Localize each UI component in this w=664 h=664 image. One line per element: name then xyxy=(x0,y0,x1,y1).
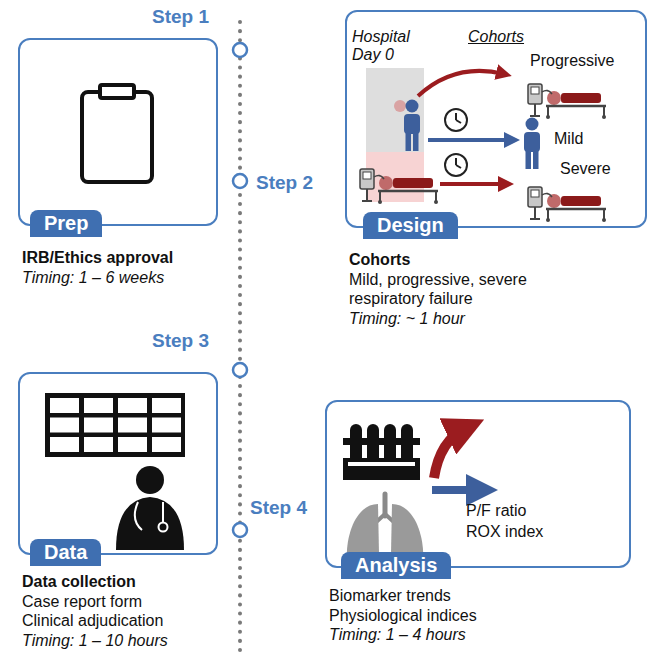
data-illustration-part xyxy=(162,502,164,522)
table-cells-part xyxy=(152,437,181,452)
step-tab: Prep xyxy=(30,210,102,237)
clipboard-icon xyxy=(82,85,152,182)
clipboard-icon-part xyxy=(82,92,152,182)
data-illustration xyxy=(45,393,185,550)
cohort-illustration-part xyxy=(440,182,506,186)
cohort-illustration-part xyxy=(528,187,606,222)
timeline-part xyxy=(233,174,247,188)
step-panel: IRB/Ethics approvalTiming: 1 – 6 weeksPr… xyxy=(18,38,218,226)
analysis-illustration-part xyxy=(383,494,388,516)
data-illustration-part xyxy=(136,466,164,494)
table-cells-part xyxy=(50,398,79,413)
index-label: ROX index xyxy=(466,523,543,541)
data-illustration-part xyxy=(135,502,142,530)
illustration-label: Hospital Day 0 xyxy=(352,28,418,65)
step-heading: IRB/Ethics approval xyxy=(22,248,237,268)
cohort-illustration-part xyxy=(366,68,424,152)
step-label: Step 4 xyxy=(250,497,307,519)
table-cells-part xyxy=(50,437,79,452)
table-cells-part xyxy=(50,418,79,433)
cohort-label: Mild xyxy=(554,130,583,148)
table-cells-part xyxy=(118,398,147,413)
step-description: IRB/Ethics approvalTiming: 1 – 6 weeks xyxy=(22,248,237,287)
index-label: P/F ratio xyxy=(466,502,526,520)
step-tab: Data xyxy=(30,539,101,566)
data-illustration-part xyxy=(116,497,184,550)
analysis-illustration-part xyxy=(348,462,415,466)
cohort-illustration-part xyxy=(445,154,467,176)
timing-note: Timing: 1 – 6 weeks xyxy=(22,268,237,288)
timeline-part xyxy=(233,43,247,57)
illustration-label: Cohorts xyxy=(468,28,524,46)
step-description: CohortsMild, progressive, severe respira… xyxy=(349,250,564,328)
timing-note: Timing: 1 – 10 hours xyxy=(22,631,237,651)
step-detail: Biomarker trends xyxy=(329,586,589,606)
step-label: Step 3 xyxy=(152,330,209,352)
analysis-illustration-part xyxy=(343,458,420,480)
cohort-illustration-part xyxy=(360,169,438,204)
step-heading: Cohorts xyxy=(349,250,564,270)
step-description: Biomarker trendsPhysiological indicesTim… xyxy=(329,586,589,645)
table-cells xyxy=(50,398,181,452)
analysis-illustration-part xyxy=(434,428,466,478)
analysis-illustration xyxy=(343,424,482,564)
cohort-illustration-part xyxy=(528,84,606,119)
timing-note: Timing: 1 – 4 hours xyxy=(329,625,589,645)
tab-title: Data xyxy=(44,541,87,563)
cohort-illustration-part xyxy=(394,100,406,112)
tab-title: Design xyxy=(377,214,444,236)
clipboard-icon-part xyxy=(100,85,134,98)
table-cells-part xyxy=(118,437,147,452)
cohort-label: Progressive xyxy=(530,52,614,70)
table-cells-part xyxy=(152,418,181,433)
analysis-illustration-part xyxy=(432,486,482,494)
cohort-illustration-part xyxy=(428,138,512,142)
cohort-illustration xyxy=(360,68,606,222)
step-detail: Physiological indices xyxy=(329,606,589,626)
timeline-part xyxy=(233,523,247,537)
data-illustration-part xyxy=(45,393,185,457)
cohort-label: Severe xyxy=(560,160,611,178)
step-detail: Clinical adjudication xyxy=(22,611,237,631)
table-cells-part xyxy=(84,437,113,452)
step-detail: Mild, progressive, severe respiratory fa… xyxy=(349,270,564,309)
timeline xyxy=(233,22,247,656)
step-tab: Design xyxy=(363,212,458,239)
tab-title: Analysis xyxy=(355,554,437,576)
table-cells-part xyxy=(152,398,181,413)
data-illustration-part xyxy=(159,523,168,532)
table-cells-part xyxy=(84,398,113,413)
timeline-part xyxy=(233,363,247,377)
step-label: Step 2 xyxy=(256,172,313,194)
cohort-illustration-part xyxy=(418,71,504,96)
step-panel: Data collectionCase report formClinical … xyxy=(18,372,218,555)
table-cells-part xyxy=(118,418,147,433)
cohort-illustration-part xyxy=(524,118,540,170)
step-description: Data collectionCase report formClinical … xyxy=(22,572,237,650)
tab-title: Prep xyxy=(44,212,88,234)
step-label: Step 1 xyxy=(152,6,209,28)
timeline-part xyxy=(238,22,242,656)
step-detail: Case report form xyxy=(22,592,237,612)
analysis-illustration-part xyxy=(343,438,420,445)
cohort-illustration-part xyxy=(404,100,420,152)
timing-note: Timing: ~ 1 hour xyxy=(349,309,564,329)
step-tab: Analysis xyxy=(341,552,451,579)
step-heading: Data collection xyxy=(22,572,237,592)
table-cells-part xyxy=(84,418,113,433)
cohort-illustration-part xyxy=(445,109,467,131)
step-panel: Biomarker trendsPhysiological indicesTim… xyxy=(325,400,631,568)
